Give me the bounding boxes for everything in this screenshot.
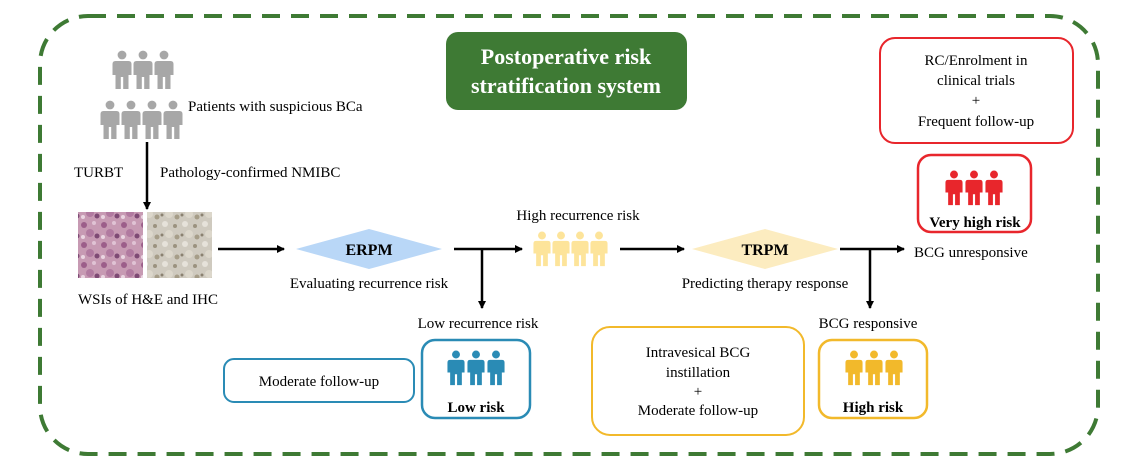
predicting-label: Predicting therapy response — [682, 276, 849, 292]
rc-line-3: + — [972, 93, 980, 109]
intravesical-bcg-box: Intravesical BCG instillation + Moderate… — [591, 326, 805, 436]
patients-label: Patients with suspicious BCa — [188, 99, 363, 115]
rc-line-4: Frequent follow-up — [918, 114, 1034, 130]
rc-line-2: clinical trials — [937, 73, 1015, 89]
trpm-label: TRPM — [741, 242, 788, 259]
moderate-follow-up-label: Moderate follow-up — [259, 374, 379, 390]
title-line-2: stratification system — [471, 73, 661, 98]
bcg-unresponsive-label: BCG unresponsive — [914, 245, 1028, 261]
erpm-diamond — [296, 229, 442, 269]
high-recurrence-label: High recurrence risk — [516, 208, 640, 224]
people-group-icon — [100, 50, 183, 139]
intravesical-line-1: Intravesical BCG — [646, 345, 751, 361]
bcg-responsive-label: BCG responsive — [819, 316, 918, 332]
pathology-label: Pathology-confirmed NMIBC — [160, 165, 340, 181]
outer-dashed-frame — [38, 14, 1100, 456]
rc-enrolment-box: RC/Enrolment in clinical trials + Freque… — [879, 37, 1074, 144]
intravesical-line-3: + — [694, 384, 702, 400]
low-risk-label: Low risk — [447, 400, 505, 416]
rc-line-1: RC/Enrolment in — [925, 53, 1028, 69]
intravesical-line-4: Moderate follow-up — [638, 403, 758, 419]
moderate-follow-up-box: Moderate follow-up — [223, 358, 415, 403]
he-slide-icon — [78, 212, 143, 278]
title-box: Postoperative risk stratification system — [446, 32, 687, 110]
high-recurrence-people-icon — [533, 231, 608, 267]
very-high-risk-box: Very high risk — [916, 153, 1033, 234]
turbt-label: TURBT — [74, 165, 123, 181]
low-risk-box: Low risk — [420, 338, 532, 420]
high-risk-box: High risk — [817, 338, 929, 420]
title-line-1: Postoperative risk — [481, 44, 652, 69]
ihc-slide-icon — [147, 212, 212, 278]
erpm-label: ERPM — [345, 242, 392, 259]
low-recurrence-label: Low recurrence risk — [418, 316, 539, 332]
evaluating-label: Evaluating recurrence risk — [290, 276, 449, 292]
intravesical-line-2: instillation — [666, 365, 731, 381]
trpm-diamond — [692, 229, 838, 269]
high-risk-label: High risk — [843, 400, 904, 416]
very-high-risk-label: Very high risk — [929, 215, 1021, 231]
wsis-label: WSIs of H&E and IHC — [78, 292, 218, 308]
